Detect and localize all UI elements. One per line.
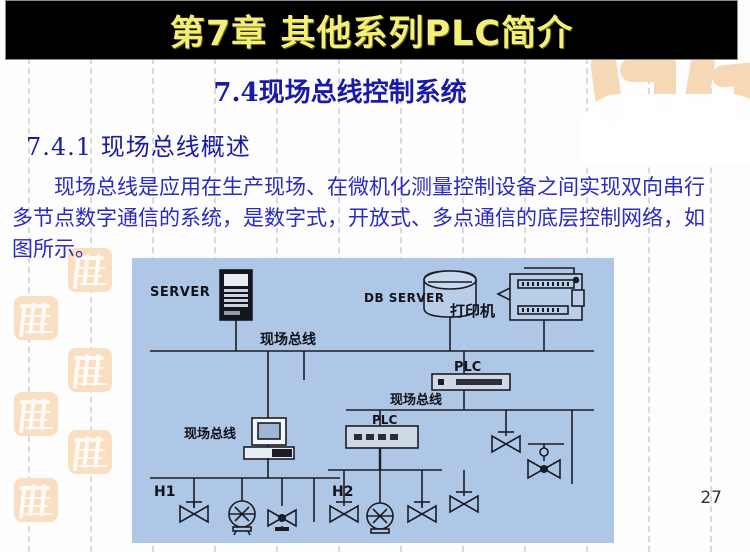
decorative-stamp bbox=[68, 430, 112, 474]
slide-title-bar: 第7章 其他系列PLC简介 bbox=[5, 0, 738, 60]
control-valve-icon bbox=[179, 501, 209, 524]
decorative-stamp bbox=[14, 392, 58, 436]
h2-label: H2 bbox=[332, 484, 353, 500]
decorative-stamp bbox=[14, 296, 58, 340]
control-valve-icon bbox=[267, 508, 297, 531]
section-subtitle: 7.4现场总线控制系统 bbox=[213, 78, 467, 108]
body-paragraph: 现场总线是应用在生产现场、在微机化测量控制设备之间实现双向串行多节点数字通信的系… bbox=[12, 175, 705, 261]
plc-module-mid-icon bbox=[345, 425, 419, 449]
main-fieldbus-label: 现场总线 bbox=[260, 331, 316, 348]
server-label: SERVER bbox=[150, 285, 210, 300]
fieldbus-architecture-diagram: SERVER DB SERVER 打印机 现场总线 现场总线 现场总线 PLC … bbox=[132, 258, 614, 543]
printer-icon bbox=[496, 267, 585, 321]
left-fieldbus-label: 现场总线 bbox=[184, 426, 236, 442]
rotary-instrument-icon bbox=[228, 500, 256, 536]
decorative-stamp bbox=[14, 478, 58, 522]
control-valve-icon bbox=[491, 431, 521, 454]
desktop-computer-icon bbox=[243, 417, 295, 460]
plc-right-label: PLC bbox=[454, 360, 481, 375]
page-number: 27 bbox=[700, 488, 722, 508]
rotary-instrument-icon bbox=[366, 502, 394, 534]
plc-mid-label: PLC bbox=[372, 413, 397, 427]
printer-label: 打印机 bbox=[450, 302, 495, 320]
control-valve-icon bbox=[407, 501, 437, 524]
plc-module-right-icon bbox=[431, 373, 511, 391]
db-server-label: DB SERVER bbox=[364, 291, 445, 305]
subsection-heading: 7.4.1 现场总线概述 bbox=[26, 133, 251, 161]
right-fieldbus-label: 现场总线 bbox=[390, 392, 442, 408]
control-valve-icon bbox=[449, 491, 479, 514]
decorative-stamp bbox=[68, 348, 112, 392]
control-valve-icon bbox=[527, 443, 564, 480]
server-tower-icon bbox=[219, 269, 253, 321]
slide-title: 第7章 其他系列PLC简介 bbox=[169, 12, 574, 54]
h1-label: H1 bbox=[154, 484, 175, 500]
